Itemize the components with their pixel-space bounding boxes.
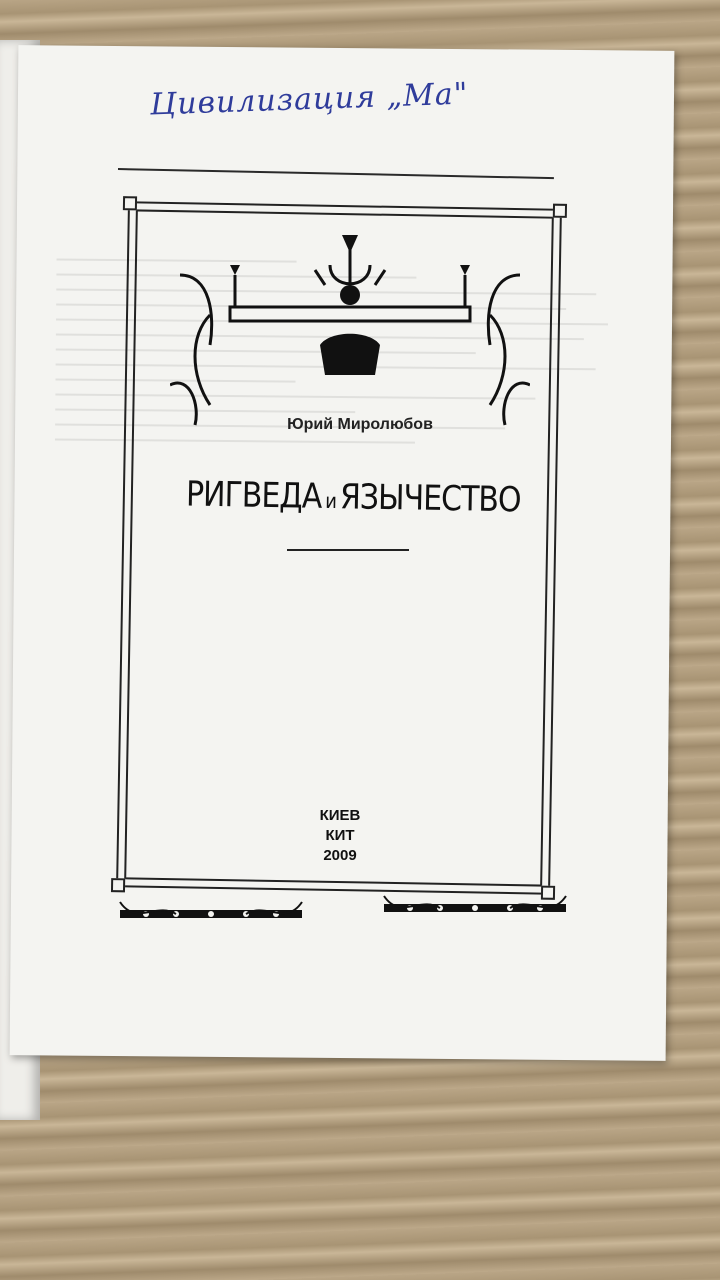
imprint-year: 2009 <box>323 847 357 864</box>
frame-corner <box>552 203 568 218</box>
imprint-city: КИЕВ <box>319 807 361 824</box>
title-conjunction: и <box>325 489 337 514</box>
book-author: Юрий Миролюбов <box>287 416 433 433</box>
slavic-ornament-arch <box>170 235 530 426</box>
frame-corner <box>122 196 138 211</box>
bottom-ornament-left <box>119 901 303 918</box>
imprint-publisher: КИТ <box>325 827 355 844</box>
frame-corner <box>110 878 126 893</box>
title-word-paganism: ЯЗЫЧЕСТВО <box>339 477 521 521</box>
bottom-ornament-right <box>383 895 567 912</box>
publisher-imprint: КИЕВ КИТ 2009 <box>0 806 680 866</box>
title-word-rigveda: РИГВЕДА <box>185 474 322 518</box>
title-underline <box>287 549 409 551</box>
